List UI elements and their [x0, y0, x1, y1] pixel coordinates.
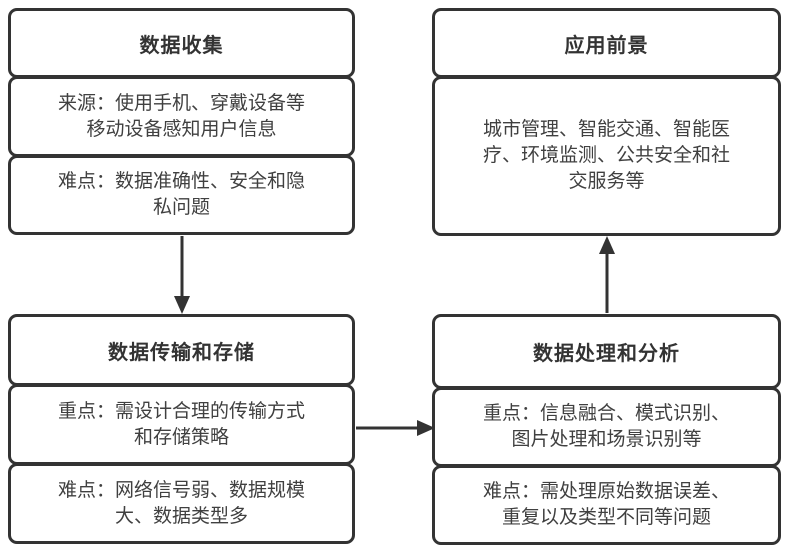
- node-data-collection-difficulty-box: 难点：数据准确性、安全和隐 私问题: [8, 155, 355, 235]
- node-body-text: 城市管理、智能交通、智能医 疗、环境监测、公共安全和社 交服务等: [482, 119, 730, 192]
- node-data-transmission-storage-difficulty-box: 难点：网络信号弱、数据规模 大、数据类型多: [8, 463, 355, 544]
- node-body-text: 重点：信息融合、模式识别、 图片处理和场景识别等: [482, 403, 730, 450]
- node-data-transmission-storage-title: 数据传输和存储: [8, 314, 355, 386]
- node-data-processing-analysis: 数据处理和分析 重点：信息融合、模式识别、 图片处理和场景识别等 难点：需处理原…: [432, 314, 781, 545]
- node-application-prospects-content-box: 城市管理、智能交通、智能医 疗、环境监测、公共安全和社 交服务等: [432, 76, 781, 236]
- node-data-collection-title: 数据收集: [8, 8, 355, 78]
- node-body-text: 难点：网络信号弱、数据规模 大、数据类型多: [57, 479, 305, 527]
- node-body-text: 重点：需设计合理的传输方式 和存储策略: [57, 400, 305, 448]
- node-body-text: 来源：使用手机、穿戴设备等 移动设备感知用户信息: [57, 92, 305, 140]
- node-body-text: 难点：需处理原始数据误差、 重复以及类型不同等问题: [482, 481, 730, 528]
- node-application-prospects: 应用前景 城市管理、智能交通、智能医 疗、环境监测、公共安全和社 交服务等: [432, 8, 781, 236]
- arrow-processing-to-application: [599, 236, 615, 313]
- node-title-text: 数据传输和存储: [108, 341, 255, 364]
- node-title-text: 数据收集: [139, 34, 224, 57]
- node-data-transmission-storage: 数据传输和存储 重点：需设计合理的传输方式 和存储策略 难点：网络信号弱、数据规…: [8, 314, 355, 544]
- node-body-text: 难点：数据准确性、安全和隐 私问题: [57, 171, 305, 218]
- node-title-text: 数据处理和分析: [533, 343, 680, 365]
- node-application-prospects-title: 应用前景: [432, 8, 781, 78]
- node-data-transmission-storage-focus-box: 重点：需设计合理的传输方式 和存储策略: [8, 384, 355, 465]
- node-data-processing-analysis-title: 数据处理和分析: [432, 314, 781, 389]
- arrow-transmission-to-processing: [356, 420, 435, 436]
- node-data-collection: 数据收集 来源：使用手机、穿戴设备等 移动设备感知用户信息 难点：数据准确性、安…: [8, 8, 355, 235]
- node-title-text: 应用前景: [564, 34, 649, 57]
- node-data-processing-analysis-focus-box: 重点：信息融合、模式识别、 图片处理和场景识别等: [432, 387, 781, 467]
- node-data-collection-source-box: 来源：使用手机、穿戴设备等 移动设备感知用户信息: [8, 76, 355, 157]
- node-data-processing-analysis-difficulty-box: 难点：需处理原始数据误差、 重复以及类型不同等问题: [432, 465, 781, 545]
- arrow-collection-to-transmission: [174, 236, 190, 314]
